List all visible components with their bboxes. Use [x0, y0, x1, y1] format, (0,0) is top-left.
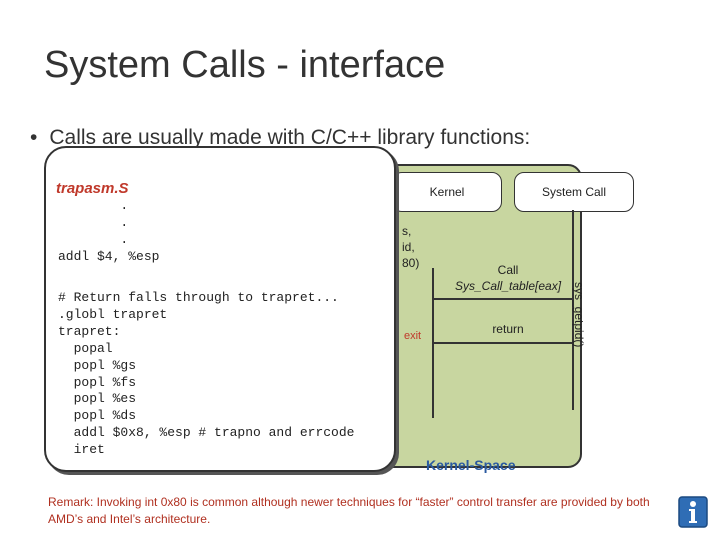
fragment-text-3: 80) — [402, 256, 420, 270]
code-popup — [44, 146, 396, 472]
system-call-tab: System Call — [514, 172, 634, 212]
flow-line-right — [572, 210, 574, 410]
remark-text: Remark: Invoking int 0x80 is common alth… — [48, 495, 650, 526]
code-block-bottom: # Return falls through to trapret... .gl… — [58, 290, 355, 458]
kernel-tab: Kernel — [392, 172, 502, 212]
bullet-label: Calls are usually made with C/C++ librar… — [49, 126, 531, 149]
slide-title: System Calls - interface — [44, 44, 446, 86]
fragment-text-1: s, — [402, 224, 412, 238]
call-text: Call — [497, 263, 519, 277]
exit-label: exit — [404, 330, 422, 342]
call-arrow — [432, 298, 572, 300]
return-label: return — [492, 322, 524, 336]
popup-title: trapasm.S — [56, 180, 129, 197]
fragment-text-2: id, — [402, 240, 415, 254]
info-icon — [678, 496, 708, 528]
kernel-space-label: Kernel-Space — [426, 457, 516, 473]
call-table-text: Sys_Call_table[eax] — [454, 279, 562, 293]
sys-getpid-label: sys_getpid() — [572, 282, 586, 348]
bullet-text: •Calls are usually made with C/C++ libra… — [30, 126, 531, 149]
code-block-top: . . . addl $4, %esp — [58, 198, 160, 264]
call-label: Call Sys_Call_table[eax] — [446, 262, 570, 294]
return-arrow — [432, 342, 572, 344]
